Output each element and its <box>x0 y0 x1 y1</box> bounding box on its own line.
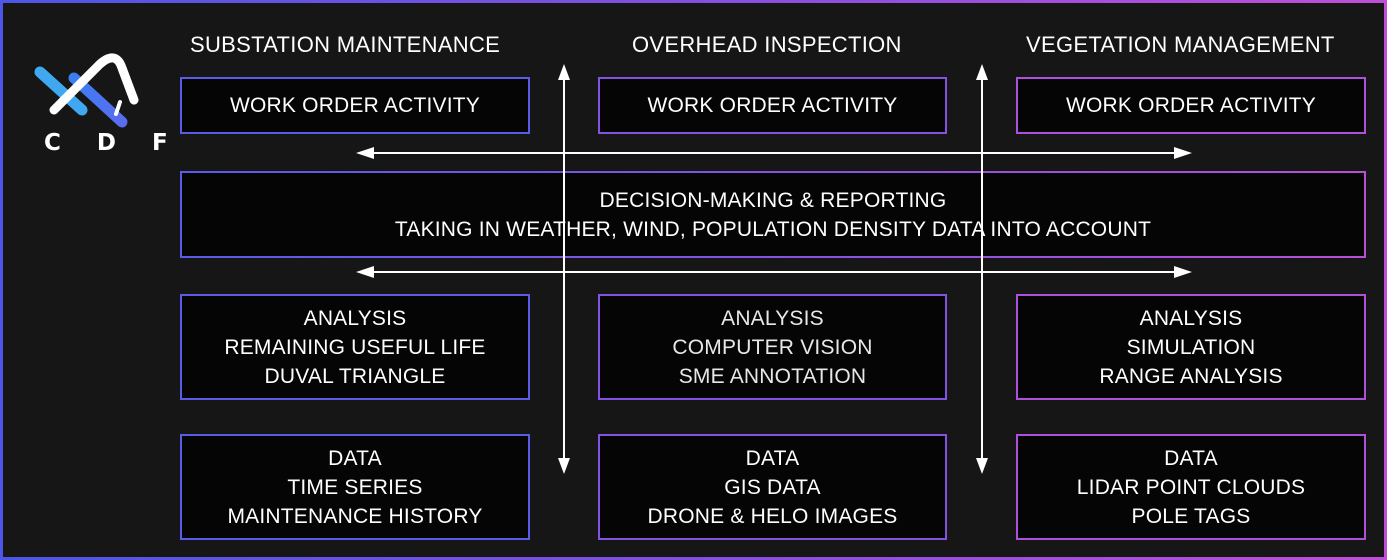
analysis-item: SIMULATION <box>1126 335 1256 359</box>
work-order-box-overhead: WORK ORDER ACTIVITY <box>598 77 947 134</box>
analysis-box-substation: ANALYSIS REMAINING USEFUL LIFE DUVAL TRI… <box>180 294 530 400</box>
decision-box: DECISION-MAKING & REPORTING TAKING IN WE… <box>180 171 1366 258</box>
arrow-head-left-icon <box>356 266 374 278</box>
analysis-heading: ANALYSIS <box>721 306 824 330</box>
data-box-substation: DATA TIME SERIES MAINTENANCE HISTORY <box>180 434 530 540</box>
analysis-box-overhead: ANALYSIS COMPUTER VISION SME ANNOTATION <box>598 294 947 400</box>
work-order-box-substation: WORK ORDER ACTIVITY <box>180 77 530 134</box>
data-item: GIS DATA <box>724 475 821 499</box>
analysis-item: REMAINING USEFUL LIFE <box>224 335 486 359</box>
arrow-head-down-icon <box>976 458 988 474</box>
analysis-item: SME ANNOTATION <box>678 364 867 388</box>
data-heading: DATA <box>1164 446 1218 470</box>
data-heading: DATA <box>328 446 382 470</box>
data-item: POLE TAGS <box>1131 504 1251 528</box>
analysis-box-vegetation: ANALYSIS SIMULATION RANGE ANALYSIS <box>1016 294 1366 400</box>
analysis-item: RANGE ANALYSIS <box>1099 364 1283 388</box>
data-item: DRONE & HELO IMAGES <box>647 504 898 528</box>
analysis-item: DUVAL TRIANGLE <box>264 364 446 388</box>
column-title-overhead: OVERHEAD INSPECTION <box>632 32 902 57</box>
arrow-head-right-icon <box>1174 266 1192 278</box>
arrow-head-left-icon <box>356 147 374 159</box>
column-title-substation: SUBSTATION MAINTENANCE <box>190 32 501 57</box>
arrow-head-up-icon <box>976 64 988 80</box>
work-order-label: WORK ORDER ACTIVITY <box>647 94 898 117</box>
data-item: TIME SERIES <box>287 475 423 499</box>
logo-text: C D F <box>44 130 182 156</box>
decision-subtitle: TAKING IN WEATHER, WIND, POPULATION DENS… <box>394 217 1152 241</box>
data-item: MAINTENANCE HISTORY <box>227 504 483 528</box>
analysis-heading: ANALYSIS <box>303 306 407 330</box>
analysis-item: COMPUTER VISION <box>672 335 873 359</box>
arrow-head-down-icon <box>558 458 570 474</box>
arrow-head-right-icon <box>1174 147 1192 159</box>
work-order-label: WORK ORDER ACTIVITY <box>1066 94 1316 117</box>
arrow-head-up-icon <box>558 64 570 80</box>
work-order-label: WORK ORDER ACTIVITY <box>230 94 480 117</box>
work-order-box-vegetation: WORK ORDER ACTIVITY <box>1016 77 1366 134</box>
cdf-logo-icon <box>34 53 139 128</box>
column-title-vegetation: VEGETATION MANAGEMENT <box>1026 32 1335 57</box>
data-box-vegetation: DATA LIDAR POINT CLOUDS POLE TAGS <box>1016 434 1366 540</box>
analysis-heading: ANALYSIS <box>1139 306 1243 330</box>
data-box-overhead: DATA GIS DATA DRONE & HELO IMAGES <box>598 434 947 540</box>
decision-title: DECISION-MAKING & REPORTING <box>599 188 947 212</box>
data-item: LIDAR POINT CLOUDS <box>1076 475 1306 499</box>
data-heading: DATA <box>745 446 800 470</box>
